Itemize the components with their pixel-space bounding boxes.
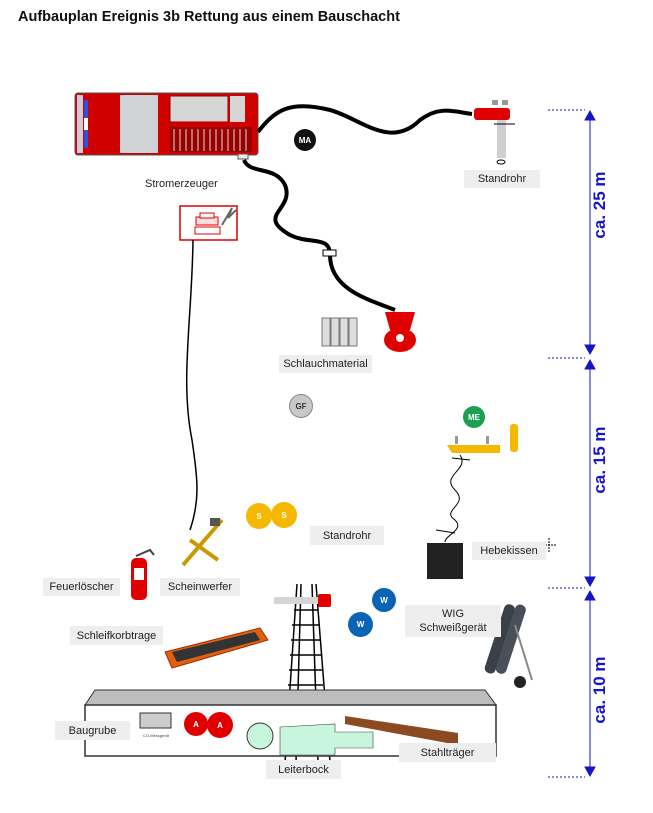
rescue-stretcher-icon <box>164 627 269 669</box>
dimension-10m: ca. 10 m <box>590 656 609 724</box>
marker-a-2: A <box>207 712 233 738</box>
dimension-15m: ca. 15 m <box>590 426 609 494</box>
marker-s-2: S <box>271 502 297 528</box>
fire-truck-icon <box>74 92 259 160</box>
label-baugrube: Baugrube <box>55 721 130 740</box>
marker-w-2: W <box>348 612 373 637</box>
dimension-lines <box>548 109 596 778</box>
gas-cylinder-cart-icon <box>484 604 533 688</box>
label-co-messgeraet: CO-Messgerät <box>143 733 170 738</box>
marker-a-1: A <box>184 712 208 736</box>
fire-extinguisher-icon <box>131 548 155 600</box>
label-schlauchmaterial: Schlauchmaterial <box>279 355 372 373</box>
label-standrohr-top: Standrohr <box>464 170 540 188</box>
crosshair-cursor-icon <box>542 538 556 552</box>
label-feuerloescher: Feuerlöscher <box>43 578 120 596</box>
excavation-pit <box>84 689 497 757</box>
lifting-equipment-icon <box>427 424 518 579</box>
floodlight-icon <box>181 518 224 567</box>
small-standrohr-icon <box>274 594 331 607</box>
page-title: Aufbauplan Ereignis 3b Rettung aus einem… <box>18 9 400 25</box>
label-schweissgeraet: Schweißgerät <box>419 622 487 634</box>
label-standrohr-mid: Standrohr <box>310 526 384 545</box>
dimension-25m: ca. 25 m <box>590 171 609 239</box>
generator-icon <box>179 205 238 241</box>
power-cable <box>185 239 198 531</box>
marker-w-1: W <box>372 588 396 612</box>
label-stahltraeger: Stahlträger <box>399 743 496 762</box>
co-meter-icon <box>139 712 172 729</box>
hose-to-fan <box>242 158 396 312</box>
marker-ma: MA <box>294 129 316 151</box>
label-wig-schweissgeraet: WIG Schweißgerät <box>405 605 501 637</box>
hose-rolls-icon <box>321 317 358 347</box>
label-hebekissen: Hebekissen <box>472 542 546 560</box>
label-schleifkorbtrage: Schleifkorbtrage <box>70 626 163 645</box>
marker-gf: GF <box>289 394 313 418</box>
label-stromerzeuger: Stromerzeuger <box>145 178 218 190</box>
fan-icon <box>384 312 416 352</box>
label-leiterbock: Leiterbock <box>266 760 341 779</box>
hose-coupling-icon <box>322 249 337 257</box>
marker-s-1: S <box>246 503 272 529</box>
label-scheinwerfer: Scheinwerfer <box>160 578 240 596</box>
hose-to-standrohr <box>256 104 473 135</box>
label-wig: WIG <box>442 608 464 620</box>
marker-me: ME <box>463 406 485 428</box>
standrohr-icon <box>474 100 515 165</box>
